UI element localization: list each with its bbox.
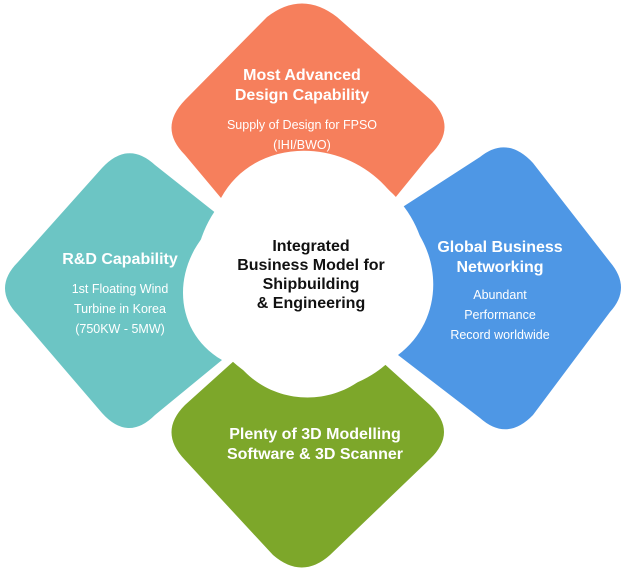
right-diamond [398, 147, 621, 430]
left-body: 1st Floating Wind Turbine in Korea (750K… [71, 282, 169, 336]
top-diamond [171, 3, 445, 198]
right-title: Global Business Networking [437, 239, 563, 276]
bottom-diamond [171, 360, 444, 568]
top-title: Most Advanced Design Capability [234, 67, 370, 104]
left-diamond [5, 153, 222, 429]
center-circle [195, 160, 427, 392]
left-title: R&D Capability [62, 251, 178, 268]
top-body: Supply of Design for FPSO (IHI/BWO) [226, 118, 378, 152]
right-body: Abundant Performance Record worldwide [450, 288, 550, 342]
bottom-title: Plenty of 3D Modelling Software & 3D Sca… [226, 426, 404, 463]
center-title: Integrated Business Model for Shipbuildi… [237, 238, 385, 312]
